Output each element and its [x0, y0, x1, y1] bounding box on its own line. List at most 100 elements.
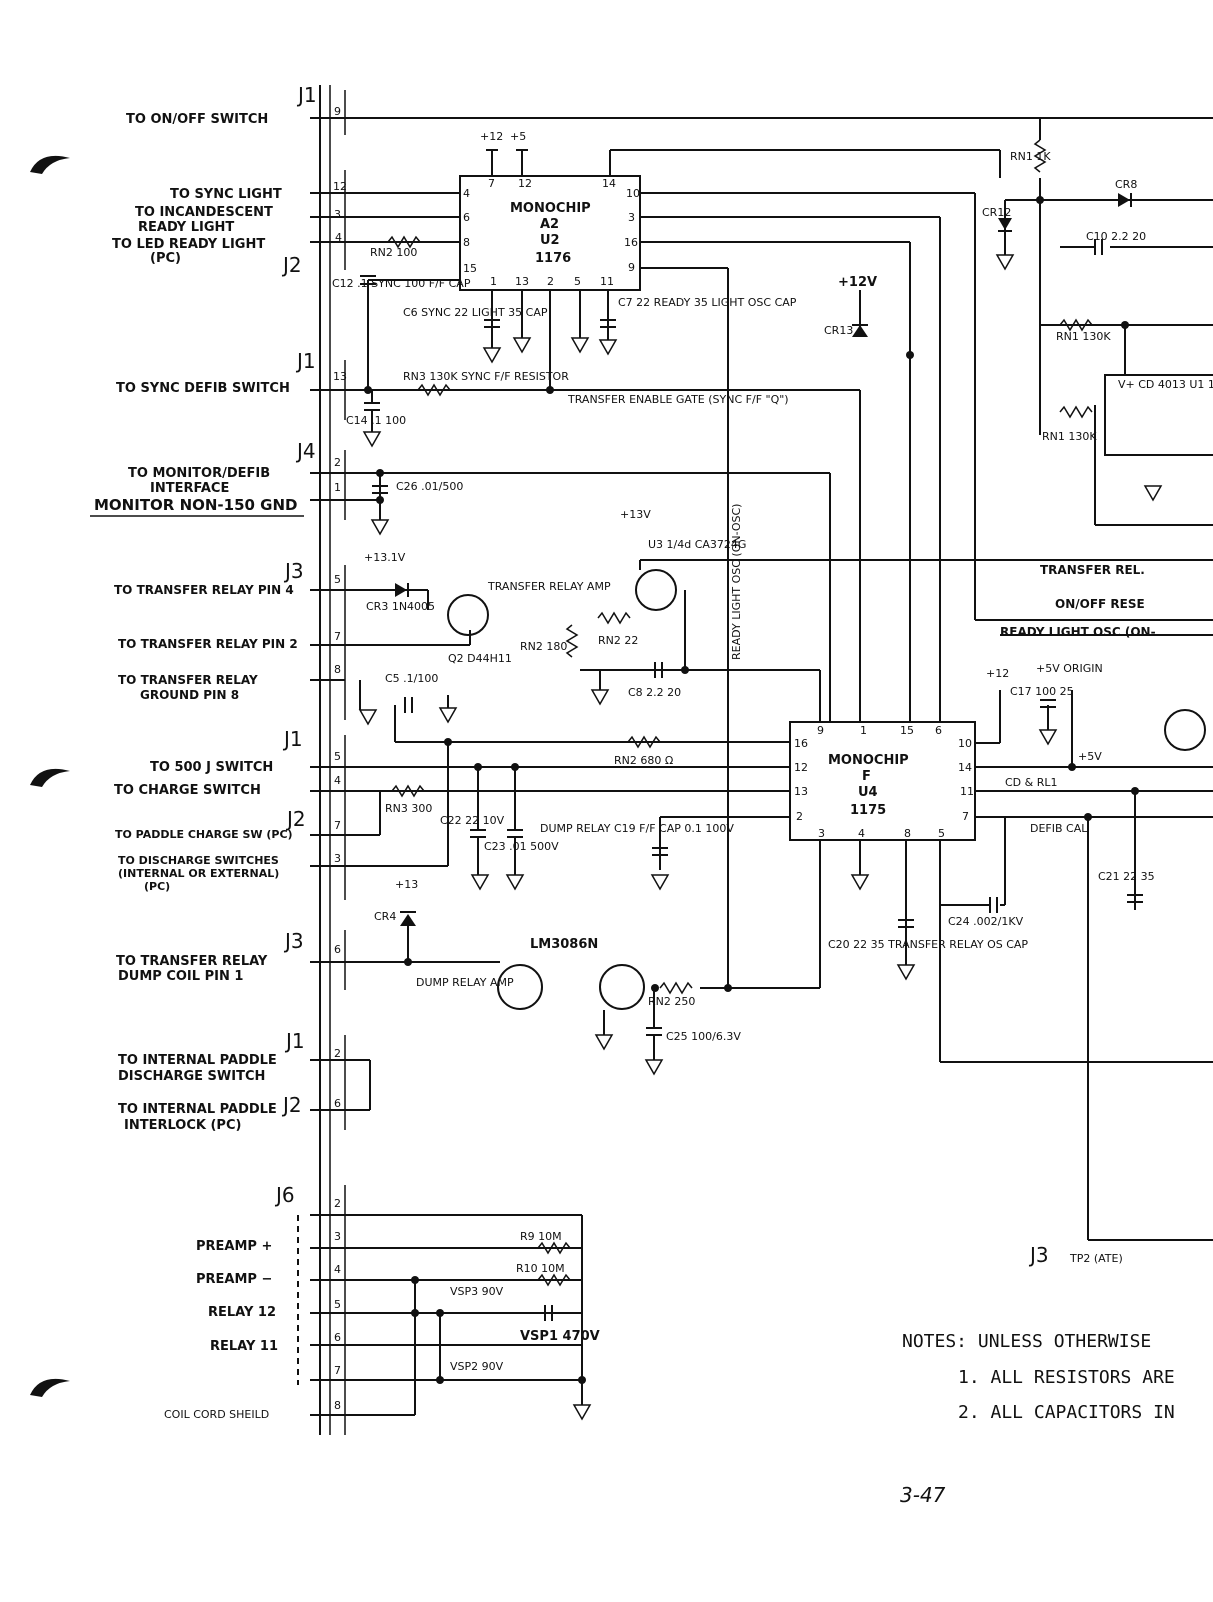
connector-j2-bottom: J2: [281, 1093, 302, 1117]
svg-text:5: 5: [938, 827, 945, 840]
label-rn1-130k-b: RN1 130K: [1042, 430, 1097, 443]
svg-text:8: 8: [904, 827, 911, 840]
connector-j3-middle: J3: [283, 929, 304, 953]
label-ready-osc: READY LIGHT OSC (ON-OSC): [730, 504, 743, 660]
svg-text:7: 7: [488, 177, 495, 190]
label-u3: U3 1/4d CA3724G: [648, 538, 746, 551]
connector-j6: J6: [274, 1183, 295, 1207]
label-discharge-2: (INTERNAL OR EXTERNAL): [118, 867, 279, 880]
u2-sub: A2: [540, 217, 559, 232]
label-c24: C24 .002/1KV: [948, 915, 1024, 928]
label-r9: R9 10M: [520, 1230, 562, 1243]
svg-text:1: 1: [490, 275, 497, 288]
label-interlock-2: INTERLOCK (PC): [124, 1118, 241, 1133]
connector-j1-bottom: J1: [284, 1029, 305, 1053]
svg-text:13: 13: [333, 370, 347, 383]
chip-u1: [1104, 374, 1213, 456]
svg-text:5: 5: [334, 750, 341, 763]
svg-text:4: 4: [334, 1263, 341, 1276]
rail-p5v: +5V: [1078, 750, 1102, 763]
label-int-paddle-2: DISCHARGE SWITCH: [118, 1069, 265, 1084]
svg-text:7: 7: [334, 819, 341, 832]
label-cr12: CR12: [982, 206, 1011, 219]
label-sync-defib: TO SYNC DEFIB SWITCH: [116, 381, 290, 396]
svg-text:2: 2: [796, 810, 803, 823]
label-c6: C6 SYNC 22 LIGHT 35 CAP: [403, 306, 548, 319]
label-discharge-3: (PC): [144, 880, 170, 893]
label-incandescent-1: TO INCANDESCENT: [135, 205, 273, 220]
svg-text:7: 7: [962, 810, 969, 823]
label-defib-cal: DEFIB CAL: [1030, 822, 1088, 835]
connector-j1-top: J1: [296, 83, 317, 107]
label-cr13: CR13: [824, 324, 853, 337]
connector-j1-third: J1: [282, 727, 303, 751]
label-c10: C10 2.2 20: [1086, 230, 1146, 243]
label-monitor-1: TO MONITOR/DEFIB: [128, 466, 270, 481]
connector-j3-right: J3: [1028, 1243, 1049, 1267]
label-c5: C5 .1/100: [385, 672, 438, 685]
label-dump-1: TO TRANSFER RELAY: [116, 954, 268, 969]
svg-text:9: 9: [334, 105, 341, 118]
svg-text:12: 12: [518, 177, 532, 190]
svg-text:6: 6: [334, 1097, 341, 1110]
label-lm3086n: LM3086N: [530, 937, 598, 952]
connector-j3-top: J3: [283, 559, 304, 583]
svg-text:10: 10: [626, 187, 640, 200]
label-r10: R10 10M: [516, 1262, 565, 1275]
label-q2: Q2 D44H11: [448, 652, 512, 665]
label-c23: C23 .01 500V: [484, 840, 559, 853]
label-tp2: TP2 (ATE): [1069, 1252, 1123, 1265]
label-incandescent-2: READY LIGHT: [138, 220, 234, 235]
svg-text:14: 14: [958, 761, 972, 774]
rail-p12v: +12V: [838, 275, 877, 290]
svg-text:8: 8: [334, 1399, 341, 1412]
notes-header: NOTES: UNLESS OTHERWISE: [902, 1331, 1151, 1352]
notes-item-2: 2. ALL CAPACITORS IN: [958, 1402, 1175, 1423]
label-transfer-enable: TRANSFER ENABLE GATE (SYNC F/F "Q"): [567, 393, 789, 406]
label-paddle-charge: TO PADDLE CHARGE SW (PC): [115, 828, 293, 841]
diodes: [395, 193, 1132, 926]
label-c17: C17 100 25: [1010, 685, 1074, 698]
rail-p13-1v: +13.1V: [364, 551, 406, 564]
label-monitor-2: INTERFACE: [150, 481, 229, 496]
svg-text:1: 1: [334, 481, 341, 494]
label-int-paddle-1: TO INTERNAL PADDLE: [118, 1053, 277, 1068]
label-interlock-1: TO INTERNAL PADDLE: [118, 1102, 277, 1117]
svg-text:12: 12: [333, 180, 347, 193]
label-cr8: CR8: [1115, 178, 1137, 191]
connector-j4: J4: [295, 439, 316, 463]
u4-name: MONOCHIP: [828, 753, 909, 768]
label-led-ready: TO LED READY LIGHT: [112, 237, 265, 252]
svg-text:13: 13: [794, 785, 808, 798]
svg-text:4: 4: [858, 827, 865, 840]
label-sync-light: TO SYNC LIGHT: [170, 187, 282, 202]
svg-text:8: 8: [334, 663, 341, 676]
label-monitor-gnd: MONITOR NON-150 GND: [94, 496, 298, 514]
label-c19: DUMP RELAY C19 F/F CAP 0.1 100V: [540, 822, 734, 835]
label-dump-amp: DUMP RELAY AMP: [416, 976, 514, 989]
svg-text:10: 10: [958, 737, 972, 750]
svg-text:1: 1: [860, 724, 867, 737]
junction-dots: [364, 196, 1139, 1384]
rail-p5v-origin: +5V ORIGIN: [1036, 662, 1103, 675]
label-ready-osc-on: READY LIGHT OSC (ON-: [1000, 625, 1156, 639]
svg-text:11: 11: [960, 785, 974, 798]
svg-text:13: 13: [515, 275, 529, 288]
resistors: [387, 139, 1093, 1287]
svg-text:2: 2: [334, 456, 341, 469]
label-transfer-amp: TRANSFER RELAY AMP: [487, 580, 611, 593]
svg-text:4: 4: [335, 231, 342, 244]
svg-text:6: 6: [935, 724, 942, 737]
label-rn2-250: RN2 250: [648, 995, 695, 1008]
u4-part: 1175: [850, 803, 886, 818]
svg-text:3: 3: [628, 211, 635, 224]
svg-text:7: 7: [334, 1364, 341, 1377]
svg-text:8: 8: [463, 236, 470, 249]
label-rn2-22: RN2 22: [598, 634, 638, 647]
svg-text:9: 9: [628, 261, 635, 274]
svg-text:9: 9: [817, 724, 824, 737]
svg-text:15: 15: [463, 262, 477, 275]
